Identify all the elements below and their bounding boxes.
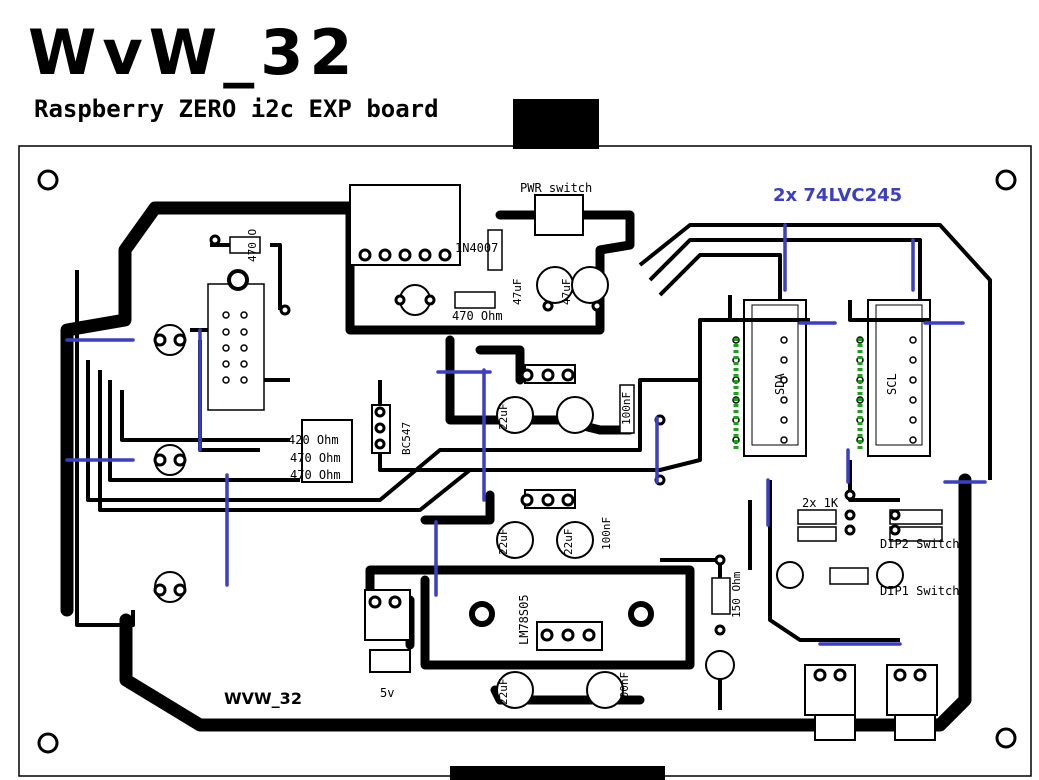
pads [153, 234, 927, 682]
res-150-label: 150 Ohm [730, 571, 743, 618]
resistors [229, 229, 943, 615]
cap-47uf-b-label: 47uF [560, 279, 573, 306]
res-420-label: 420 Ohm [288, 433, 339, 447]
pi-header [207, 269, 265, 411]
gpio-header-bottom [450, 766, 665, 780]
board-name-silk: WVW_32 [224, 689, 302, 708]
cap-22uf-d-label: 22uF [562, 529, 575, 556]
regulator-block [301, 184, 938, 741]
gpio-header-top [513, 99, 599, 149]
res-470-c-label: 470 Ohm [290, 468, 341, 482]
res-2x1k-label: 2x 1K [802, 496, 839, 510]
cap-100nf-c-label: 100nF [618, 672, 631, 705]
board-outline [18, 145, 1032, 777]
res-470-b-label: 470 Ohm [290, 451, 341, 465]
mounting-holes [37, 169, 1017, 754]
ic-scl: SCL [867, 299, 931, 457]
jumper-wires [65, 223, 987, 646]
led-components [154, 266, 904, 709]
res-470-top-label: 470 O [246, 229, 259, 262]
highlighted-pins [733, 338, 863, 452]
five-volt-label: 5v [380, 686, 394, 700]
cap-22uf-b-label: 22uF [497, 404, 510, 431]
cap-22uf-label: 22uF [497, 679, 510, 706]
cap-47uf-a-label: 47uF [511, 279, 524, 306]
pwr-switch-label: PWR switch [520, 181, 592, 195]
board-title: WvW_32 [28, 16, 358, 89]
transistor-label: BC547 [400, 422, 413, 455]
cap-100nf-b-label: 100nF [600, 517, 613, 550]
board-subtitle: Raspberry ZERO i2c EXP board [34, 95, 439, 123]
dip1-label: DIP1 Switch [880, 584, 959, 598]
diode-label: 1N4007 [455, 241, 498, 255]
chip-scl-label: SCL [885, 373, 899, 395]
annotation-74lvc245: 2x 74LVC245 [773, 185, 902, 206]
cap-22uf-c-label: 22uF [497, 529, 510, 556]
regulator-label: LM78S05 [517, 594, 531, 645]
cap-100nf-a-label: 100nF [620, 392, 633, 425]
chip-sda-label: SDA [773, 373, 787, 395]
ic-sda: SDA [743, 299, 807, 457]
dip2-label: DIP2 Switch [880, 537, 959, 551]
res-470-ohm-label: 470 Ohm [452, 309, 503, 323]
